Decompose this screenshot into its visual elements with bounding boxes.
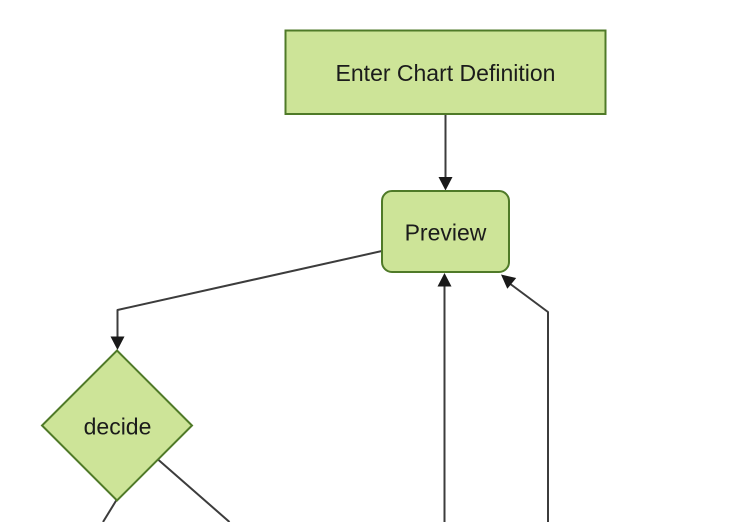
enter-chart-definition-box (284, 29, 607, 115)
node-enter-chart-definition: Enter Chart Definition (284, 29, 607, 115)
arrowhead-offscreen-to-preview-center (437, 273, 452, 287)
enter-chart-definition-label: Enter Chart Definition (336, 60, 556, 86)
node-preview: Preview (381, 190, 510, 273)
decide-label: decide (84, 414, 152, 440)
edge-decide-offscreen-right (157, 458, 231, 522)
edge-offscreen-to-preview-corner (508, 282, 549, 522)
decide-diamond (40, 349, 194, 502)
arrowhead-preview-to-decide (110, 336, 125, 350)
node-decide: decide (40, 349, 194, 502)
edge-preview-to-decide (116, 250, 383, 338)
edge-layer (102, 114, 549, 522)
arrowhead-offscreen-to-preview-corner (501, 274, 517, 289)
arrowhead-enter-to-preview (438, 177, 453, 191)
edge-decide-offscreen-left (102, 499, 118, 522)
preview-box (381, 190, 510, 273)
preview-label: Preview (405, 220, 487, 246)
